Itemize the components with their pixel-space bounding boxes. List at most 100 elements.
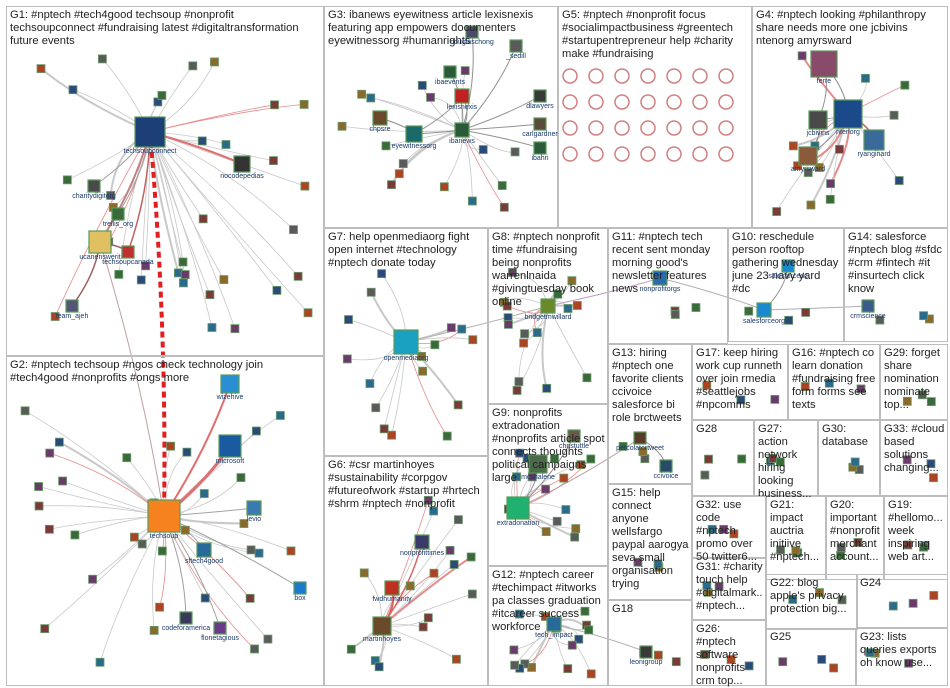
node-tech_impact[interactable] [546, 616, 562, 632]
minor-node [68, 85, 78, 95]
node-nonprofittimes[interactable] [414, 534, 430, 550]
node-team_ajeh[interactable] [65, 299, 79, 313]
node-label-martinhoyes: martinhoyes [362, 636, 402, 643]
node-nocodepedias[interactable] [233, 155, 251, 173]
node-leonigroup[interactable] [639, 645, 653, 659]
loop-node [562, 94, 578, 110]
node-techsoupconnect[interactable] [134, 116, 166, 148]
minor-node [122, 453, 132, 463]
group-label: G22: blog apple's privacy protection big… [770, 577, 847, 615]
edge [54, 131, 151, 317]
node-jcbivins[interactable] [808, 110, 828, 130]
minor-node [788, 595, 798, 604]
node-martinhoyes[interactable] [372, 616, 392, 636]
node-levio[interactable] [246, 500, 262, 516]
node-salesforcedc[interactable] [781, 259, 795, 273]
minor-node [155, 602, 164, 612]
node-dlawyers[interactable] [533, 89, 547, 103]
minor-node [499, 202, 509, 212]
minor-node [387, 180, 396, 190]
minor-node [737, 454, 747, 464]
node-label-_sedill: _sedill [506, 53, 526, 60]
node-flonetagious[interactable] [213, 621, 227, 635]
node-codeforamerica[interactable] [179, 611, 193, 625]
loop-node [614, 120, 630, 136]
minor-node [576, 460, 586, 470]
group-label: G14: salesforce #nptech blog #sfdc #crm … [848, 231, 942, 295]
node-bridgetmwillard[interactable] [540, 298, 556, 314]
loop-node [562, 68, 578, 84]
minor-node [929, 473, 938, 483]
node-ferre[interactable] [810, 50, 838, 78]
node-ryanginard[interactable] [863, 129, 885, 151]
group-g4: G4: #nptech looking #philanthropy share … [752, 6, 948, 228]
node-ccivoice[interactable] [659, 459, 673, 473]
minor-node [286, 546, 296, 556]
minor-node [900, 80, 910, 90]
node-amyrsward[interactable] [798, 146, 818, 166]
node-microsoft[interactable] [218, 434, 242, 458]
group-g22: G22: blog apple's privacy protection big… [766, 574, 858, 630]
loop-node [588, 68, 604, 84]
group-g27: G27: action network hiring looking busin… [754, 420, 818, 500]
group-g28: G28 [692, 420, 754, 496]
node-douglaschong[interactable] [465, 25, 479, 39]
node-mcshalene[interactable] [528, 454, 548, 474]
node-chpsre[interactable] [372, 110, 388, 126]
minor-node [207, 323, 217, 332]
node-christuttle[interactable] [567, 429, 581, 443]
group-label: G33: #cloud based solutions changing... [884, 423, 945, 474]
group-g19: G19: #hellomo... week inspiring web art.… [884, 496, 948, 580]
group-label: G9: nonprofits extradonation #nonprofits… [492, 407, 605, 484]
node-ibaevents[interactable] [443, 65, 457, 79]
minor-node [670, 310, 680, 319]
minor-node [210, 57, 219, 67]
node-lexisnexis[interactable] [454, 88, 470, 104]
loop-node [562, 120, 578, 136]
node-wizehive[interactable] [220, 374, 240, 394]
edge [149, 131, 309, 314]
minor-node [908, 598, 918, 608]
minor-node [815, 588, 824, 598]
group-label: G7: help openmediaorg fight open interne… [328, 231, 470, 269]
node-crmscience[interactable] [861, 299, 875, 313]
node-ibanews[interactable] [454, 122, 470, 138]
node-charitydigital[interactable] [87, 179, 101, 193]
group-g8: G8: #nptech nonprofit time #fundraising … [488, 228, 608, 404]
node-extradonation[interactable] [506, 496, 530, 520]
edge [381, 556, 472, 627]
minor-node [572, 301, 582, 310]
minor-node [381, 141, 391, 151]
node-techsoup[interactable] [147, 499, 181, 533]
node-trellis_org[interactable] [111, 207, 125, 221]
node-ibahri[interactable] [533, 141, 547, 155]
nodes-layer [20, 25, 939, 679]
minor-node [586, 454, 596, 464]
node-box[interactable] [293, 581, 307, 595]
node-fwdhumanity[interactable] [384, 580, 400, 596]
minor-node [512, 386, 522, 395]
minor-node [571, 524, 581, 533]
minor-node [772, 207, 782, 216]
node-nonprofitorgs[interactable] [652, 270, 668, 286]
node-ntenorg[interactable] [833, 99, 863, 129]
node-salesforceorg[interactable] [756, 302, 772, 318]
node-sftech4good[interactable] [196, 542, 212, 558]
node-ucanenswerit[interactable] [88, 230, 112, 254]
node-carlgardner[interactable] [533, 117, 547, 131]
group-g26: G26: #nptech software nonprofits crm top… [692, 620, 766, 687]
minor-node [825, 194, 835, 204]
node-_sedill[interactable] [509, 39, 523, 53]
minor-node [54, 437, 64, 447]
group-label: G18 [612, 603, 634, 615]
minor-node [357, 89, 367, 99]
node-techsoupcanada[interactable] [121, 245, 135, 259]
minor-node [44, 524, 54, 534]
node-eyewitnessorg[interactable] [405, 125, 423, 143]
node-percolatortweet[interactable] [633, 431, 647, 445]
node-openmediaorg[interactable] [393, 329, 419, 355]
minor-node [829, 663, 839, 673]
group-g7: G7: help openmediaorg fight open interne… [324, 228, 488, 456]
minor-node [700, 470, 710, 480]
minor-node [197, 136, 207, 146]
